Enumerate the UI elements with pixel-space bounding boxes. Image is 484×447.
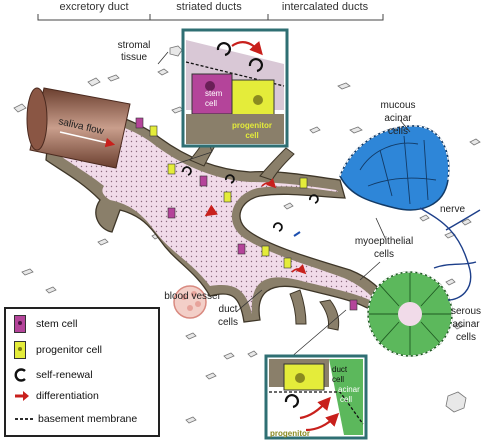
legend-item-basement-membrane: basement membrane	[14, 413, 137, 425]
inset-bottom-progenitor-label: progenitor	[270, 429, 310, 438]
legend-label-progenitor-cell: progenitor cell	[36, 344, 102, 356]
mucous-acinus	[339, 125, 450, 211]
differentiation-arrow-icon	[15, 391, 29, 401]
header-striated-ducts: striated ducts	[176, 1, 242, 13]
serous-acinus	[367, 271, 453, 357]
self-renewal-arrow-icon	[14, 368, 26, 382]
header-intercalated-ducts: intercalated ducts	[282, 1, 369, 13]
pointer-lines	[157, 51, 411, 359]
blood-vessel: blood vessel	[164, 285, 220, 319]
legend-label-basement-membrane: basement membrane	[38, 413, 138, 425]
duct-process-markers	[182, 166, 319, 275]
legend-label-stem-cell: stem cell	[36, 318, 78, 330]
region-headers: excretory duct striated ducts intercalat…	[37, 1, 384, 21]
legend-item-differentiation: differentiation	[14, 389, 99, 403]
basement-membrane-line	[15, 418, 33, 420]
legend-item-self-renewal: self-renewal	[14, 367, 93, 383]
nerve-label: nerve	[440, 204, 465, 215]
excretory-duct-tube: saliva flow	[26, 87, 131, 169]
legend-item-progenitor-cell: progenitor cell	[14, 341, 102, 359]
progenitor-cell-swatch	[14, 341, 26, 359]
legend-label-differentiation: differentiation	[36, 390, 99, 402]
legend: stem cell progenitor cell self-renewal d…	[4, 307, 160, 437]
stem-cell-swatch	[14, 315, 26, 333]
legend-item-stem-cell: stem cell	[14, 315, 77, 333]
duct-stem-progenitor-cells	[135, 117, 358, 311]
nerve	[419, 207, 481, 301]
header-excretory-duct: excretory duct	[59, 1, 128, 13]
blood-vessel-label: blood vessel	[164, 291, 220, 302]
legend-label-self-renewal: self-renewal	[36, 369, 93, 381]
